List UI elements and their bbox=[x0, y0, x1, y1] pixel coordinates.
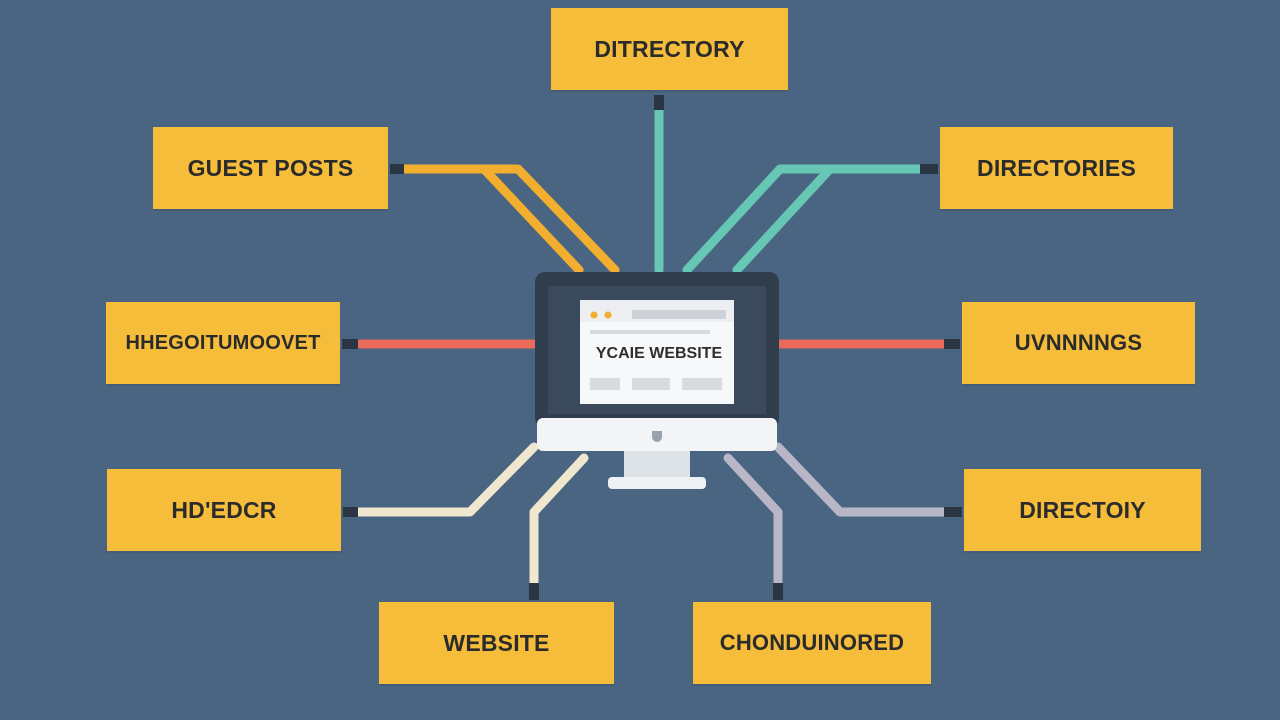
monitor-neck bbox=[624, 451, 690, 477]
wire-low-right bbox=[773, 442, 949, 517]
node-mid-right: UVNNNNGS bbox=[962, 302, 1195, 384]
page-block bbox=[590, 378, 620, 390]
node-website: WEBSITE bbox=[379, 602, 614, 684]
node-ditrectory: DITRECTORY bbox=[551, 8, 788, 90]
address-bar bbox=[632, 310, 726, 319]
node-guest-posts: GUEST POSTS bbox=[153, 127, 388, 209]
browser-dot-icon bbox=[590, 311, 598, 319]
screen-title: YCAIE WEBSITE bbox=[595, 345, 723, 362]
node-directories: DIRECTORIES bbox=[940, 127, 1173, 209]
wire-bottom-right bbox=[723, 453, 783, 588]
page-line bbox=[590, 330, 710, 334]
wire-directories-inner bbox=[732, 164, 925, 275]
browser-dot-icon bbox=[604, 311, 612, 319]
node-directoiy: DIRECTOIY bbox=[964, 469, 1201, 551]
monitor-base bbox=[608, 477, 706, 489]
wire-bottom-left bbox=[529, 453, 589, 588]
page-block bbox=[632, 378, 670, 390]
page-block bbox=[682, 378, 722, 390]
power-button-icon bbox=[652, 431, 662, 442]
node-low-left: HD'EDCR bbox=[107, 469, 341, 551]
node-mid-left: HHEGOITUMOOVET bbox=[106, 302, 340, 384]
wire-low-left bbox=[353, 442, 539, 517]
wire-guest-inner bbox=[399, 164, 620, 275]
node-bottom-right: CHONDUINORED bbox=[693, 602, 931, 684]
